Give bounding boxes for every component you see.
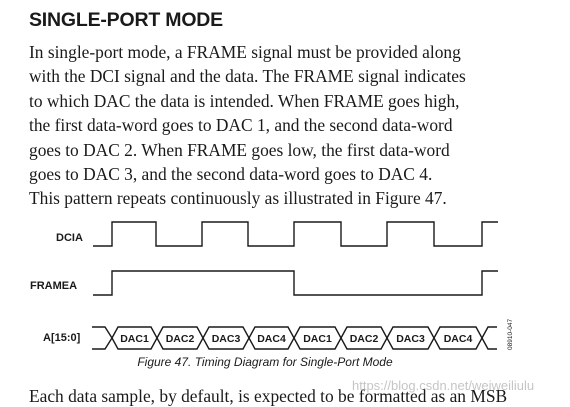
data-word: DAC4 <box>257 333 286 345</box>
paragraph-line: to which DAC the data is intended. When … <box>29 90 460 111</box>
dci-signal-label: DCIA <box>56 232 83 244</box>
timing-diagram: DCIA FRAMEA A[15:0] DAC1 DAC2 DAC3 DAC4 … <box>30 221 514 350</box>
frame-waveform <box>93 270 498 296</box>
section-heading: SINGLE-PORT MODE <box>29 9 223 31</box>
figure-caption: Figure 47. Timing Diagram for Single-Por… <box>137 355 393 369</box>
paragraph-line: goes to DAC 3, and the second data-word … <box>29 163 433 184</box>
data-word: DAC1 <box>303 333 332 345</box>
frame-signal-label: FRAMEA <box>30 280 77 292</box>
data-word: DAC1 <box>120 333 149 345</box>
data-bus-waveform <box>92 326 497 350</box>
figure-id: 08910-047 <box>507 319 514 350</box>
figure-caption-box: Figure 47. Timing Diagram for Single-Por… <box>0 355 570 369</box>
data-word: DAC4 <box>444 333 473 345</box>
paragraph-line: the first data-word goes to DAC 1, and t… <box>29 115 453 136</box>
paragraph-line: This pattern repeats continuously as ill… <box>29 188 447 209</box>
dci-waveform <box>93 221 498 247</box>
data-word: DAC3 <box>212 333 241 345</box>
continuation-text: Each data sample, by default, is expecte… <box>29 386 508 406</box>
watermark: https://blog.csdn.net/weiweiliulu <box>352 378 535 393</box>
data-word: DAC3 <box>396 333 425 345</box>
data-word: DAC2 <box>350 333 379 345</box>
paragraph-line: goes to DAC 2. When FRAME goes low, the … <box>29 139 450 160</box>
data-word: DAC2 <box>166 333 195 345</box>
data-bus-label: A[15:0] <box>43 332 81 344</box>
paragraph-line: In single-port mode, a FRAME signal must… <box>29 42 461 62</box>
section-paragraph: In single-port mode, a FRAME signal must… <box>29 40 559 211</box>
paragraph-line: with the DCI signal and the data. The FR… <box>29 66 466 87</box>
